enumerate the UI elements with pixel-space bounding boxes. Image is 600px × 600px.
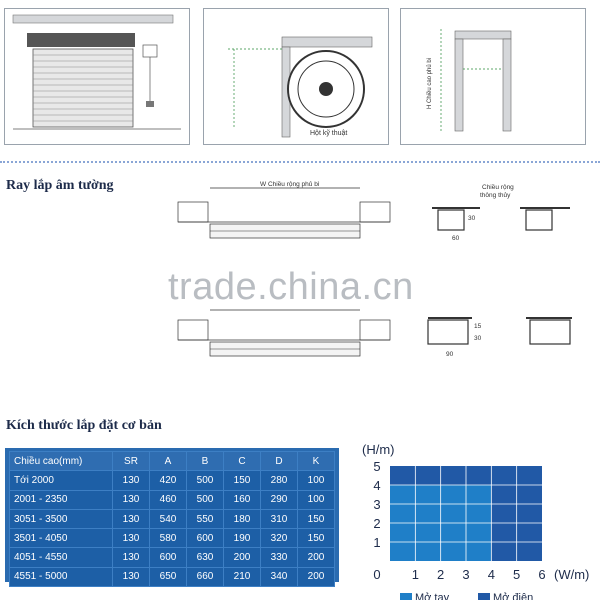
table-cell: 630 bbox=[186, 547, 224, 568]
table-cell: 280 bbox=[260, 470, 298, 491]
dim-60: 60 bbox=[452, 235, 460, 242]
table-cell: 330 bbox=[260, 547, 298, 568]
table-row: Tới 2000 130 420 500 150 280 100 bbox=[9, 470, 335, 491]
table-cell: 200 bbox=[297, 547, 335, 568]
table-cell: 200 bbox=[297, 566, 335, 588]
roller-drum-side-diagram: Hột kỹ thuật bbox=[228, 36, 373, 138]
table-cell: 210 bbox=[223, 566, 261, 588]
header-c: C bbox=[223, 450, 261, 472]
table-cell: 320 bbox=[260, 528, 298, 549]
legend-swatch bbox=[400, 593, 412, 600]
y-tick-label: 3 bbox=[373, 497, 380, 512]
header-k: K bbox=[297, 450, 335, 472]
rail-diagrams: W Chiều rộng phủ bì Chiều rộng thông thủ… bbox=[177, 180, 572, 358]
table-cell: 540 bbox=[149, 508, 187, 530]
y-tick-label: 2 bbox=[373, 516, 380, 531]
operating-range-chart: (H/m) (W/m) 1 2 3 4 5 0 1 2 3 4 5 6 Mở tay Mở điện bbox=[362, 442, 589, 600]
table-cell: 2001 - 2350 bbox=[9, 489, 113, 510]
x-tick-label: 6 bbox=[538, 567, 545, 582]
table-cell: 580 bbox=[149, 528, 187, 549]
table-cell: 420 bbox=[149, 470, 187, 491]
rail-section-title: Ray lắp âm tường bbox=[6, 178, 114, 193]
table-cell: 150 bbox=[297, 528, 335, 549]
table-cell: 150 bbox=[297, 508, 335, 530]
x-axis-label: (W/m) bbox=[554, 567, 589, 582]
width-label: W Chiều rộng phủ bì bbox=[260, 180, 320, 188]
y-tick-label: 4 bbox=[373, 478, 380, 493]
table-cell: 650 bbox=[149, 566, 187, 588]
size-section-title: Kích thước lắp đặt cơ bản bbox=[6, 418, 162, 433]
dim-30b: 30 bbox=[474, 335, 482, 342]
diagram-panel-3: H Chiều cao phủ bì bbox=[400, 8, 586, 145]
table-cell: 600 bbox=[149, 547, 187, 568]
table-cell: 600 bbox=[186, 528, 224, 549]
table-cell: 500 bbox=[186, 470, 224, 491]
table-cell: 130 bbox=[112, 470, 150, 491]
table-cell: 310 bbox=[260, 508, 298, 530]
table-cell: 550 bbox=[186, 508, 224, 530]
table-cell: 3051 - 3500 bbox=[9, 508, 113, 530]
table-cell: 4051 - 4550 bbox=[9, 547, 113, 568]
table-row: 3501 - 4050 130 580 600 190 320 150 bbox=[9, 528, 335, 549]
legend-swatch bbox=[478, 593, 490, 600]
x-tick-label: 4 bbox=[488, 567, 495, 582]
table-cell: 180 bbox=[223, 508, 261, 530]
table-cell: 160 bbox=[223, 489, 261, 510]
table-cell: 340 bbox=[260, 566, 298, 588]
table-cell: 130 bbox=[112, 566, 150, 588]
table-cell: 100 bbox=[297, 470, 335, 491]
size-table: Chiều cao(mm) SR A B C D K Tới 2000 130 … bbox=[9, 450, 335, 588]
header-d: D bbox=[260, 450, 298, 472]
table-row: 3051 - 3500 130 540 550 180 310 150 bbox=[9, 508, 335, 530]
table-cell: 290 bbox=[260, 489, 298, 510]
diagram-panel-1 bbox=[4, 8, 190, 145]
table-cell: 460 bbox=[149, 489, 187, 510]
table-cell: 150 bbox=[223, 470, 261, 491]
clear-width-label-1: Chiều rộng bbox=[482, 182, 514, 191]
clear-width-label-2: thông thủy bbox=[480, 191, 511, 199]
table-cell: 190 bbox=[223, 528, 261, 549]
door-frame-diagram: H Chiều cao phủ bì bbox=[426, 29, 512, 132]
header-b: B bbox=[186, 450, 224, 472]
dim-15: 15 bbox=[474, 323, 482, 330]
technical-box-label: Hột kỹ thuật bbox=[310, 130, 347, 137]
table-cell: 200 bbox=[223, 547, 261, 568]
table-cell: 3501 - 4050 bbox=[9, 528, 113, 549]
y-tick-label: 5 bbox=[373, 459, 380, 474]
x-tick-label: 1 bbox=[412, 567, 419, 582]
x-tick-label: 2 bbox=[437, 567, 444, 582]
section-divider bbox=[0, 161, 600, 163]
dim-30: 30 bbox=[468, 215, 476, 222]
legend-label: Mở điện bbox=[493, 592, 533, 600]
table-cell: Tới 2000 bbox=[9, 470, 113, 491]
dim-90: 90 bbox=[446, 351, 454, 358]
table-cell: 130 bbox=[112, 528, 150, 549]
header-height: Chiều cao(mm) bbox=[9, 450, 113, 472]
table-row: 4551 - 5000 130 650 660 210 340 200 bbox=[9, 566, 335, 588]
table-cell: 130 bbox=[112, 547, 150, 568]
y-axis-label: (H/m) bbox=[362, 442, 395, 457]
header-sr: SR bbox=[112, 450, 150, 472]
table-cell: 500 bbox=[186, 489, 224, 510]
watermark: trade.china.cn bbox=[168, 266, 414, 308]
x-tick-label: 0 bbox=[373, 567, 380, 582]
y-tick-label: 1 bbox=[373, 535, 380, 550]
table-cell: 4551 - 5000 bbox=[9, 566, 113, 588]
header-a: A bbox=[149, 450, 187, 472]
table-cell: 660 bbox=[186, 566, 224, 588]
table-row: 2001 - 2350 130 460 500 160 290 100 bbox=[9, 489, 335, 510]
roller-door-front-diagram bbox=[12, 14, 181, 130]
legend-label: Mở tay bbox=[415, 592, 450, 600]
x-tick-label: 3 bbox=[462, 567, 469, 582]
diagram-panel-2: Hột kỹ thuật bbox=[203, 8, 389, 145]
x-tick-label: 5 bbox=[513, 567, 520, 582]
table-row: 4051 - 4550 130 600 630 200 330 200 bbox=[9, 547, 335, 568]
height-label: H Chiều cao phủ bì bbox=[426, 57, 433, 109]
table-cell: 100 bbox=[297, 489, 335, 510]
table-cell: 130 bbox=[112, 489, 150, 510]
table-cell: 130 bbox=[112, 508, 150, 530]
table-header-row: Chiều cao(mm) SR A B C D K bbox=[9, 450, 335, 472]
